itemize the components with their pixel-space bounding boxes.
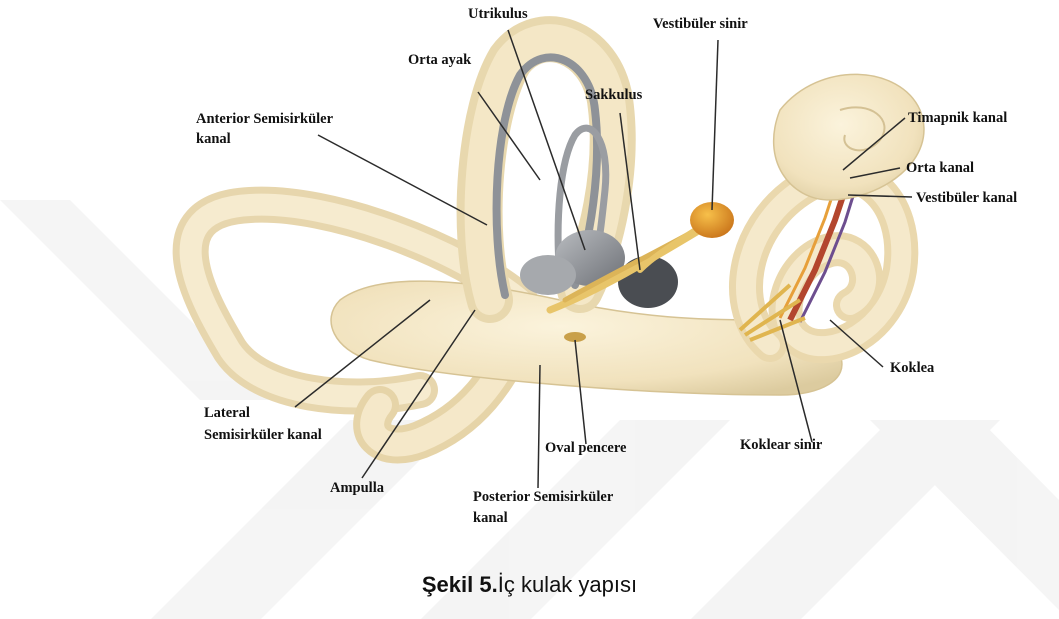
label-vestibuler-kanal: Vestibüler kanal: [916, 190, 1017, 207]
label-sakkulus: Sakkulus: [585, 87, 642, 104]
cochlea-dome-shape: [774, 74, 924, 200]
label-posterior-line2: kanal: [473, 510, 508, 527]
label-orta-kanal: Orta kanal: [906, 160, 974, 177]
label-utrikulus: Utrikulus: [468, 6, 528, 23]
label-orta-ayak: Orta ayak: [408, 52, 471, 69]
figure-caption: Şekil 5.İç kulak yapısı: [0, 572, 1059, 598]
label-vestibuler-sinir: Vestibüler sinir: [653, 16, 748, 33]
label-timpanik-kanal: Timapnik kanal: [908, 110, 1007, 127]
label-ampulla: Ampulla: [330, 480, 384, 497]
caption-number: Şekil 5.: [422, 572, 498, 597]
label-oval-pencere: Oval pencere: [545, 440, 626, 457]
label-lateral-line1: Lateral: [204, 405, 250, 422]
label-lateral-line2: Semisirküler kanal: [204, 427, 322, 444]
leader-vestibuler-sinir: [712, 40, 718, 210]
label-koklea: Koklea: [890, 360, 934, 377]
label-koklear-sinir: Koklear sinir: [740, 437, 822, 454]
label-posterior-line1: Posterior Semisirküler: [473, 489, 613, 506]
caption-text: İç kulak yapısı: [498, 572, 637, 597]
label-anterior-line2: kanal: [196, 131, 231, 148]
label-anterior-line1: Anterior Semisirküler: [196, 111, 333, 128]
